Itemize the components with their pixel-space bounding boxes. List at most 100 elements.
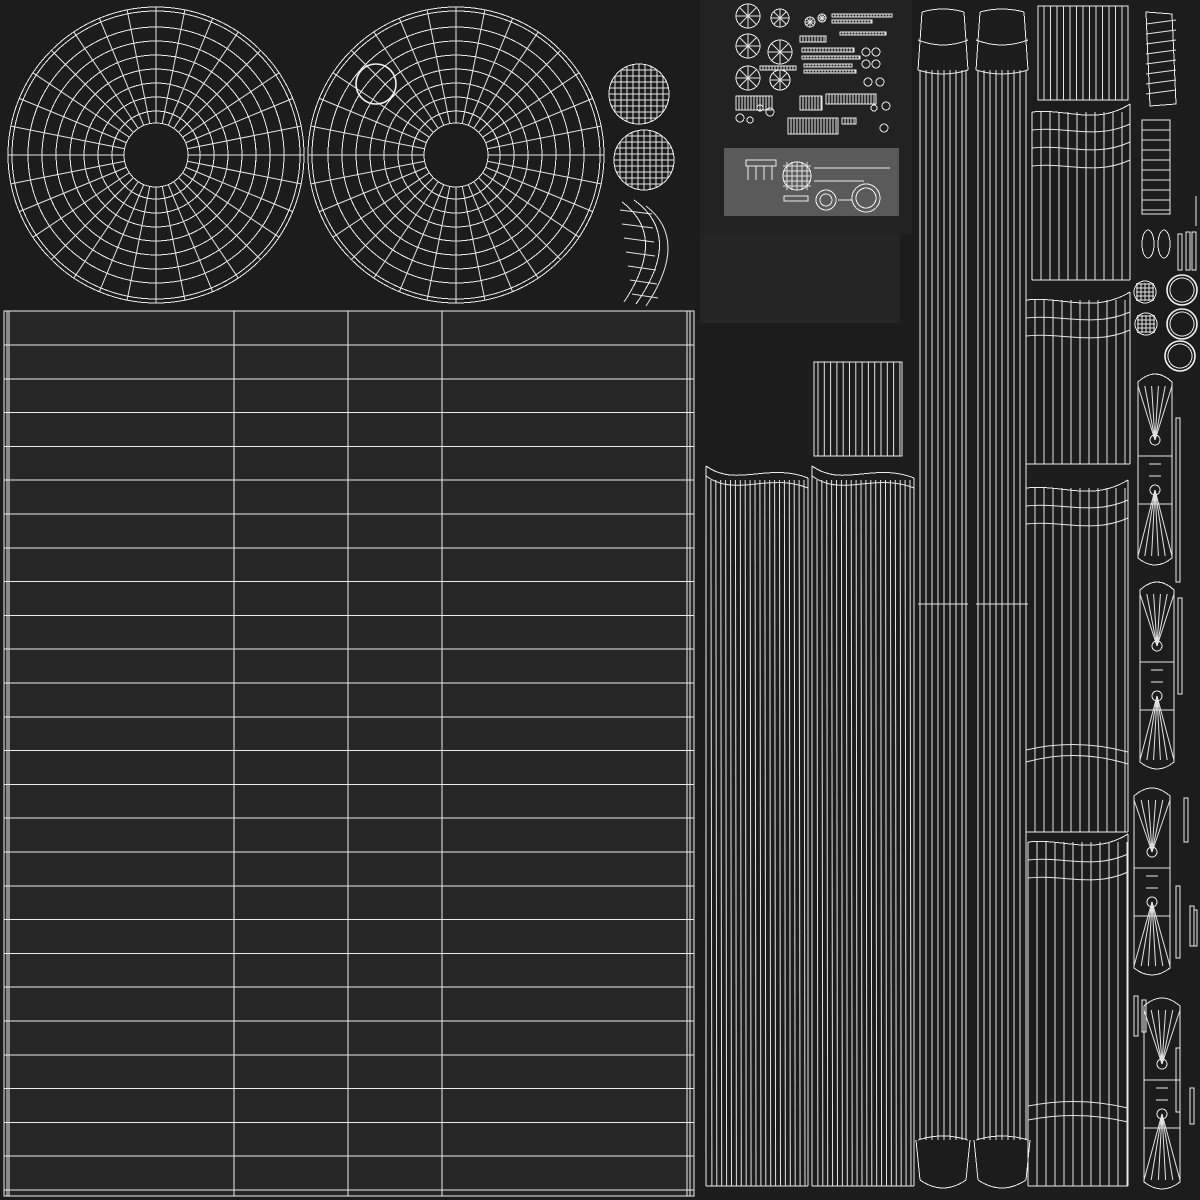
wire-line bbox=[461, 186, 486, 301]
wire-line bbox=[623, 237, 655, 243]
wire-line bbox=[73, 31, 139, 129]
small-parts-cluster bbox=[735, 3, 893, 135]
wire-line bbox=[73, 181, 139, 279]
wire-circle bbox=[1134, 312, 1158, 336]
wire-line bbox=[764, 479, 767, 1187]
small-striped-block bbox=[813, 361, 903, 457]
wire-path bbox=[1027, 833, 1129, 846]
wire-circle bbox=[863, 77, 873, 87]
wire-line bbox=[185, 166, 293, 213]
wire-path bbox=[1133, 787, 1171, 976]
wire-line bbox=[1139, 695, 1158, 761]
gray-inset-panel bbox=[724, 148, 899, 216]
wire-line bbox=[1154, 385, 1159, 441]
wire-path bbox=[917, 69, 969, 75]
wire-line bbox=[1144, 385, 1156, 441]
wire-circle bbox=[851, 183, 881, 213]
wire-ellipse bbox=[1141, 229, 1155, 259]
wire-rect bbox=[799, 35, 827, 43]
wire-line bbox=[1145, 49, 1177, 55]
wire-line bbox=[769, 479, 772, 1187]
wire-path bbox=[1139, 581, 1175, 770]
wire-line bbox=[1151, 385, 1156, 441]
wire-line bbox=[621, 223, 654, 229]
wire-line bbox=[167, 18, 214, 126]
wire-line bbox=[845, 479, 848, 1187]
wire-line bbox=[178, 49, 262, 133]
wire-line bbox=[332, 172, 430, 238]
wire-line bbox=[1137, 489, 1156, 557]
wire-line bbox=[771, 51, 781, 61]
wire-line bbox=[725, 479, 728, 1187]
wire-line bbox=[32, 172, 130, 238]
wire-rect bbox=[1175, 1047, 1181, 1113]
wire-line bbox=[467, 184, 514, 292]
wire-line bbox=[98, 184, 145, 292]
wire-line bbox=[747, 77, 757, 87]
wire-path bbox=[1031, 159, 1131, 169]
wire-line bbox=[1145, 19, 1177, 25]
wire-path bbox=[979, 8, 1025, 13]
wire-line bbox=[749, 479, 752, 1187]
wire-line bbox=[1144, 489, 1156, 557]
wire-line bbox=[1151, 799, 1157, 853]
wire-line bbox=[1161, 1113, 1174, 1181]
wire-path bbox=[1031, 103, 1131, 116]
small-grid-circle-top bbox=[608, 63, 670, 125]
wire-line bbox=[187, 125, 302, 150]
wire-line bbox=[1156, 593, 1161, 647]
wire-circle bbox=[746, 116, 754, 124]
wire-line bbox=[875, 479, 878, 1187]
wire-line bbox=[398, 18, 445, 126]
wire-line bbox=[1145, 39, 1177, 45]
wire-line bbox=[894, 479, 897, 1187]
wire-line bbox=[739, 15, 749, 25]
wire-line bbox=[1140, 901, 1153, 967]
wire-circle bbox=[1166, 308, 1198, 340]
wire-line bbox=[809, 21, 814, 26]
wire-line bbox=[739, 69, 749, 79]
wire-line bbox=[627, 265, 657, 271]
wire-line bbox=[19, 97, 127, 144]
wire-path bbox=[1025, 479, 1129, 492]
wire-line bbox=[870, 479, 873, 1187]
wire-circle bbox=[1166, 274, 1198, 306]
wire-line bbox=[816, 479, 819, 1187]
wire-line bbox=[747, 15, 757, 25]
wire-line bbox=[806, 18, 811, 23]
wire-path bbox=[917, 1135, 969, 1141]
wire-line bbox=[774, 479, 777, 1187]
wire-line bbox=[1161, 1009, 1181, 1065]
wire-line bbox=[1143, 1009, 1163, 1065]
wire-rect bbox=[1141, 119, 1171, 215]
wire-line bbox=[889, 479, 892, 1187]
wire-line bbox=[1147, 901, 1153, 967]
wire-path bbox=[1145, 11, 1177, 107]
wire-line bbox=[1137, 385, 1156, 441]
wire-circle bbox=[871, 47, 881, 57]
wire-rect bbox=[801, 55, 861, 60]
wire-line bbox=[185, 97, 293, 144]
wire-line bbox=[1145, 29, 1177, 35]
wire-line bbox=[779, 479, 781, 1187]
wire-line bbox=[319, 166, 427, 213]
wire-line bbox=[1150, 1009, 1163, 1065]
wire-line bbox=[426, 9, 451, 124]
wire-line bbox=[126, 9, 151, 124]
wire-rect bbox=[841, 117, 857, 125]
wire-rect bbox=[1177, 233, 1183, 271]
wire-rect bbox=[1175, 885, 1181, 959]
wire-circle bbox=[855, 187, 877, 209]
wire-line bbox=[783, 479, 786, 1187]
wire-line bbox=[754, 479, 757, 1187]
wire-rect bbox=[813, 361, 903, 457]
wire-line bbox=[10, 125, 125, 150]
wire-line bbox=[398, 184, 445, 292]
wire-line bbox=[1154, 385, 1166, 441]
wire-line bbox=[1151, 799, 1171, 853]
wire-line bbox=[1157, 1009, 1163, 1065]
wire-line bbox=[467, 18, 514, 126]
wire-path bbox=[975, 39, 1029, 46]
wire-line bbox=[1143, 1113, 1163, 1181]
wire-line bbox=[182, 72, 280, 138]
